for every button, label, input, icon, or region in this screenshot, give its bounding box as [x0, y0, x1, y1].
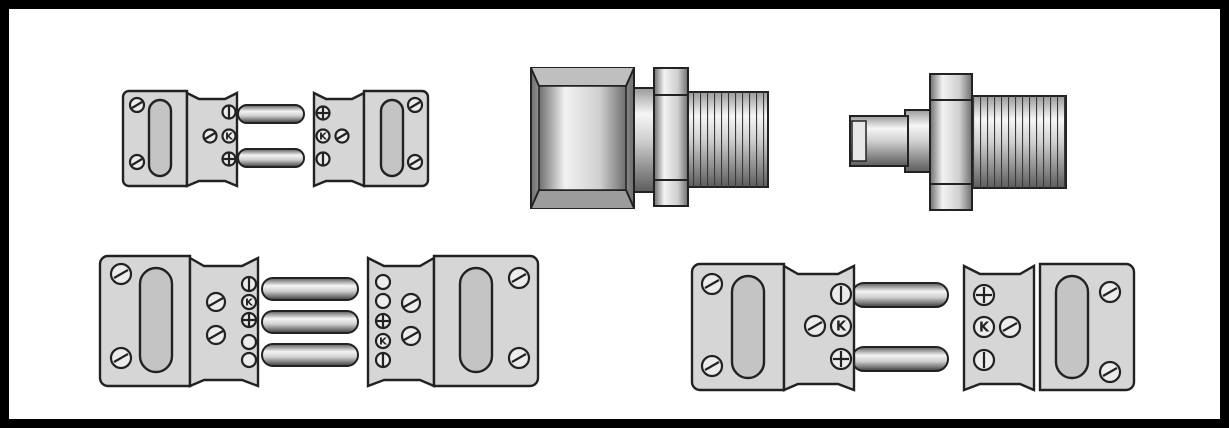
small-compression-fitting — [849, 73, 1067, 211]
large-compression-fitting — [530, 67, 769, 209]
standard-2pin-connector: K K — [690, 262, 1136, 392]
svg-text:K: K — [319, 132, 328, 143]
svg-text:K: K — [836, 320, 847, 335]
standard-3pin-connector: K K — [98, 254, 540, 388]
svg-text:K: K — [225, 132, 234, 143]
svg-text:K: K — [245, 298, 254, 309]
svg-text:K: K — [979, 321, 990, 336]
pin-bottom — [237, 148, 305, 168]
mini-2pin-connector: K K — [121, 89, 430, 188]
svg-text:K: K — [379, 337, 388, 348]
pin-top — [237, 104, 305, 124]
